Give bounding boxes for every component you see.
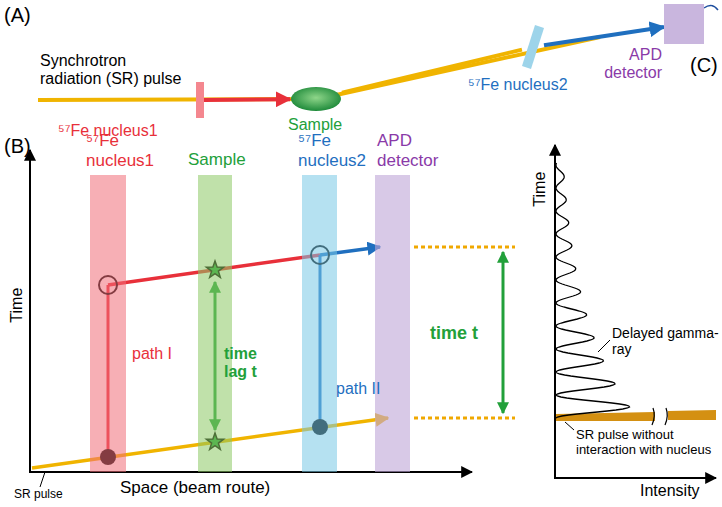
- node-label: ⁵⁷Fe nucleus1: [86, 131, 164, 170]
- sr-pulse-spike: [556, 412, 655, 421]
- time-arrow: [502, 252, 505, 413]
- callout-label: SR pulse without interaction with nucleu…: [576, 428, 720, 458]
- leader-line: [565, 422, 574, 430]
- nucleus-bar-outline: [522, 25, 544, 69]
- panel-letter: (A): [4, 4, 44, 27]
- panel-letter: (B): [4, 135, 44, 158]
- axis-title: Time: [531, 164, 549, 214]
- beam-label: Synchrotron radiation (SR) pulse: [40, 52, 187, 89]
- leader-line: [40, 472, 45, 487]
- node-label: APD detector: [377, 131, 437, 170]
- beam-arrow: [204, 97, 290, 102]
- panel-letter: (C): [690, 54, 720, 77]
- node-label: APD detector: [596, 46, 662, 83]
- nucleus-bar: ⁵⁷Fe nucleus1: [196, 82, 204, 118]
- beam-arrow: [544, 27, 664, 45]
- path-label: path II: [336, 380, 406, 398]
- time-axis: [29, 150, 31, 473]
- node-label: ⁵⁷Fe nucleus1: [58, 122, 198, 140]
- apd-detector-box: APD detector: [664, 4, 704, 44]
- sample-band: Sample: [198, 175, 232, 472]
- nucleus-band: ⁵⁷Fe nucleus1: [90, 175, 126, 472]
- callout-label: SR pulse: [14, 488, 84, 502]
- axis-title: Time: [8, 280, 26, 330]
- leader-line: [598, 340, 610, 352]
- callout-label: Delayed gamma-ray: [612, 325, 720, 357]
- axis-break: [652, 408, 667, 425]
- time-label: time t: [430, 323, 498, 344]
- axis-title: Intensity: [640, 482, 720, 500]
- node-label: Sample: [188, 150, 268, 170]
- sample-ellipse-outline: [290, 86, 342, 112]
- axis-title: Space (beam route): [120, 478, 320, 498]
- node-label: ⁵⁷Fe nucleus2: [468, 76, 608, 94]
- node-label: ⁵⁷Fe nucleus2: [298, 131, 376, 170]
- nucleus-band: ⁵⁷Fe nucleus2: [302, 175, 337, 472]
- path-label: path I: [132, 345, 202, 363]
- nucleus-bar: ⁵⁷Fe nucleus2: [522, 25, 544, 69]
- intensity-axis: [554, 477, 716, 479]
- detector-cable: [704, 5, 718, 10]
- time-lag-label: time lag t: [224, 345, 276, 382]
- apd-detector-band: APD detector: [375, 175, 410, 472]
- time-axis: [554, 145, 556, 479]
- dotted-guide: [414, 246, 515, 249]
- sr-pulse-spike: [668, 410, 716, 420]
- sample-ellipse: Sample: [290, 86, 342, 112]
- beam: [38, 99, 318, 100]
- dotted-guide: [414, 417, 515, 420]
- delayed-gamma-curve: [556, 163, 630, 418]
